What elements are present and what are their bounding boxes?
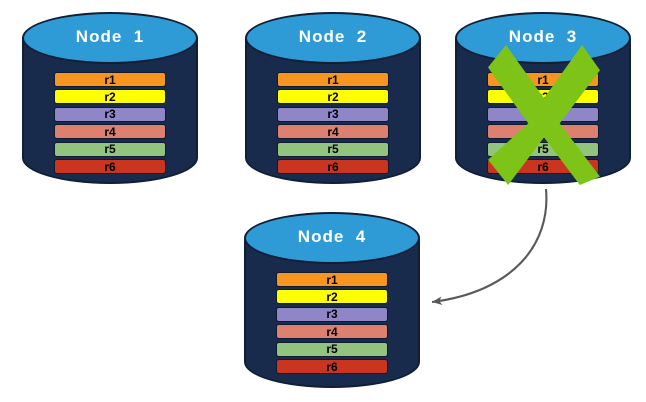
table-row[interactable]: r5 <box>276 341 388 357</box>
table-row[interactable]: r4 <box>487 124 599 140</box>
table-row[interactable]: r4 <box>276 324 388 340</box>
table-row[interactable]: r3 <box>54 106 166 122</box>
table-row[interactable]: r3 <box>277 106 389 122</box>
table-row[interactable]: r4 <box>277 124 389 140</box>
table-row[interactable]: r4 <box>54 124 166 140</box>
table-row[interactable]: r2 <box>54 89 166 105</box>
table-row[interactable]: r2 <box>276 289 388 305</box>
table-row[interactable]: r1 <box>277 72 389 87</box>
node-3-top-ellipse <box>455 12 631 64</box>
table-row[interactable]: r6 <box>487 159 599 174</box>
table-row[interactable]: r1 <box>487 72 599 87</box>
node-4-top-ellipse <box>244 212 420 264</box>
table-row[interactable]: r6 <box>54 159 166 174</box>
table-row[interactable]: r5 <box>487 141 599 157</box>
table-row[interactable]: r1 <box>54 72 166 87</box>
table-row[interactable]: r5 <box>277 141 389 157</box>
node-1-top-ellipse <box>22 12 198 64</box>
table-row[interactable]: r6 <box>277 159 389 174</box>
table-row[interactable]: r2 <box>487 89 599 105</box>
table-row[interactable]: r5 <box>54 141 166 157</box>
table-row[interactable]: r2 <box>277 89 389 105</box>
table-row[interactable]: r3 <box>487 106 599 122</box>
table-row[interactable]: r6 <box>276 359 388 374</box>
table-row[interactable]: r3 <box>276 306 388 322</box>
node-2-top-ellipse <box>245 12 421 64</box>
table-row[interactable]: r1 <box>276 272 388 287</box>
